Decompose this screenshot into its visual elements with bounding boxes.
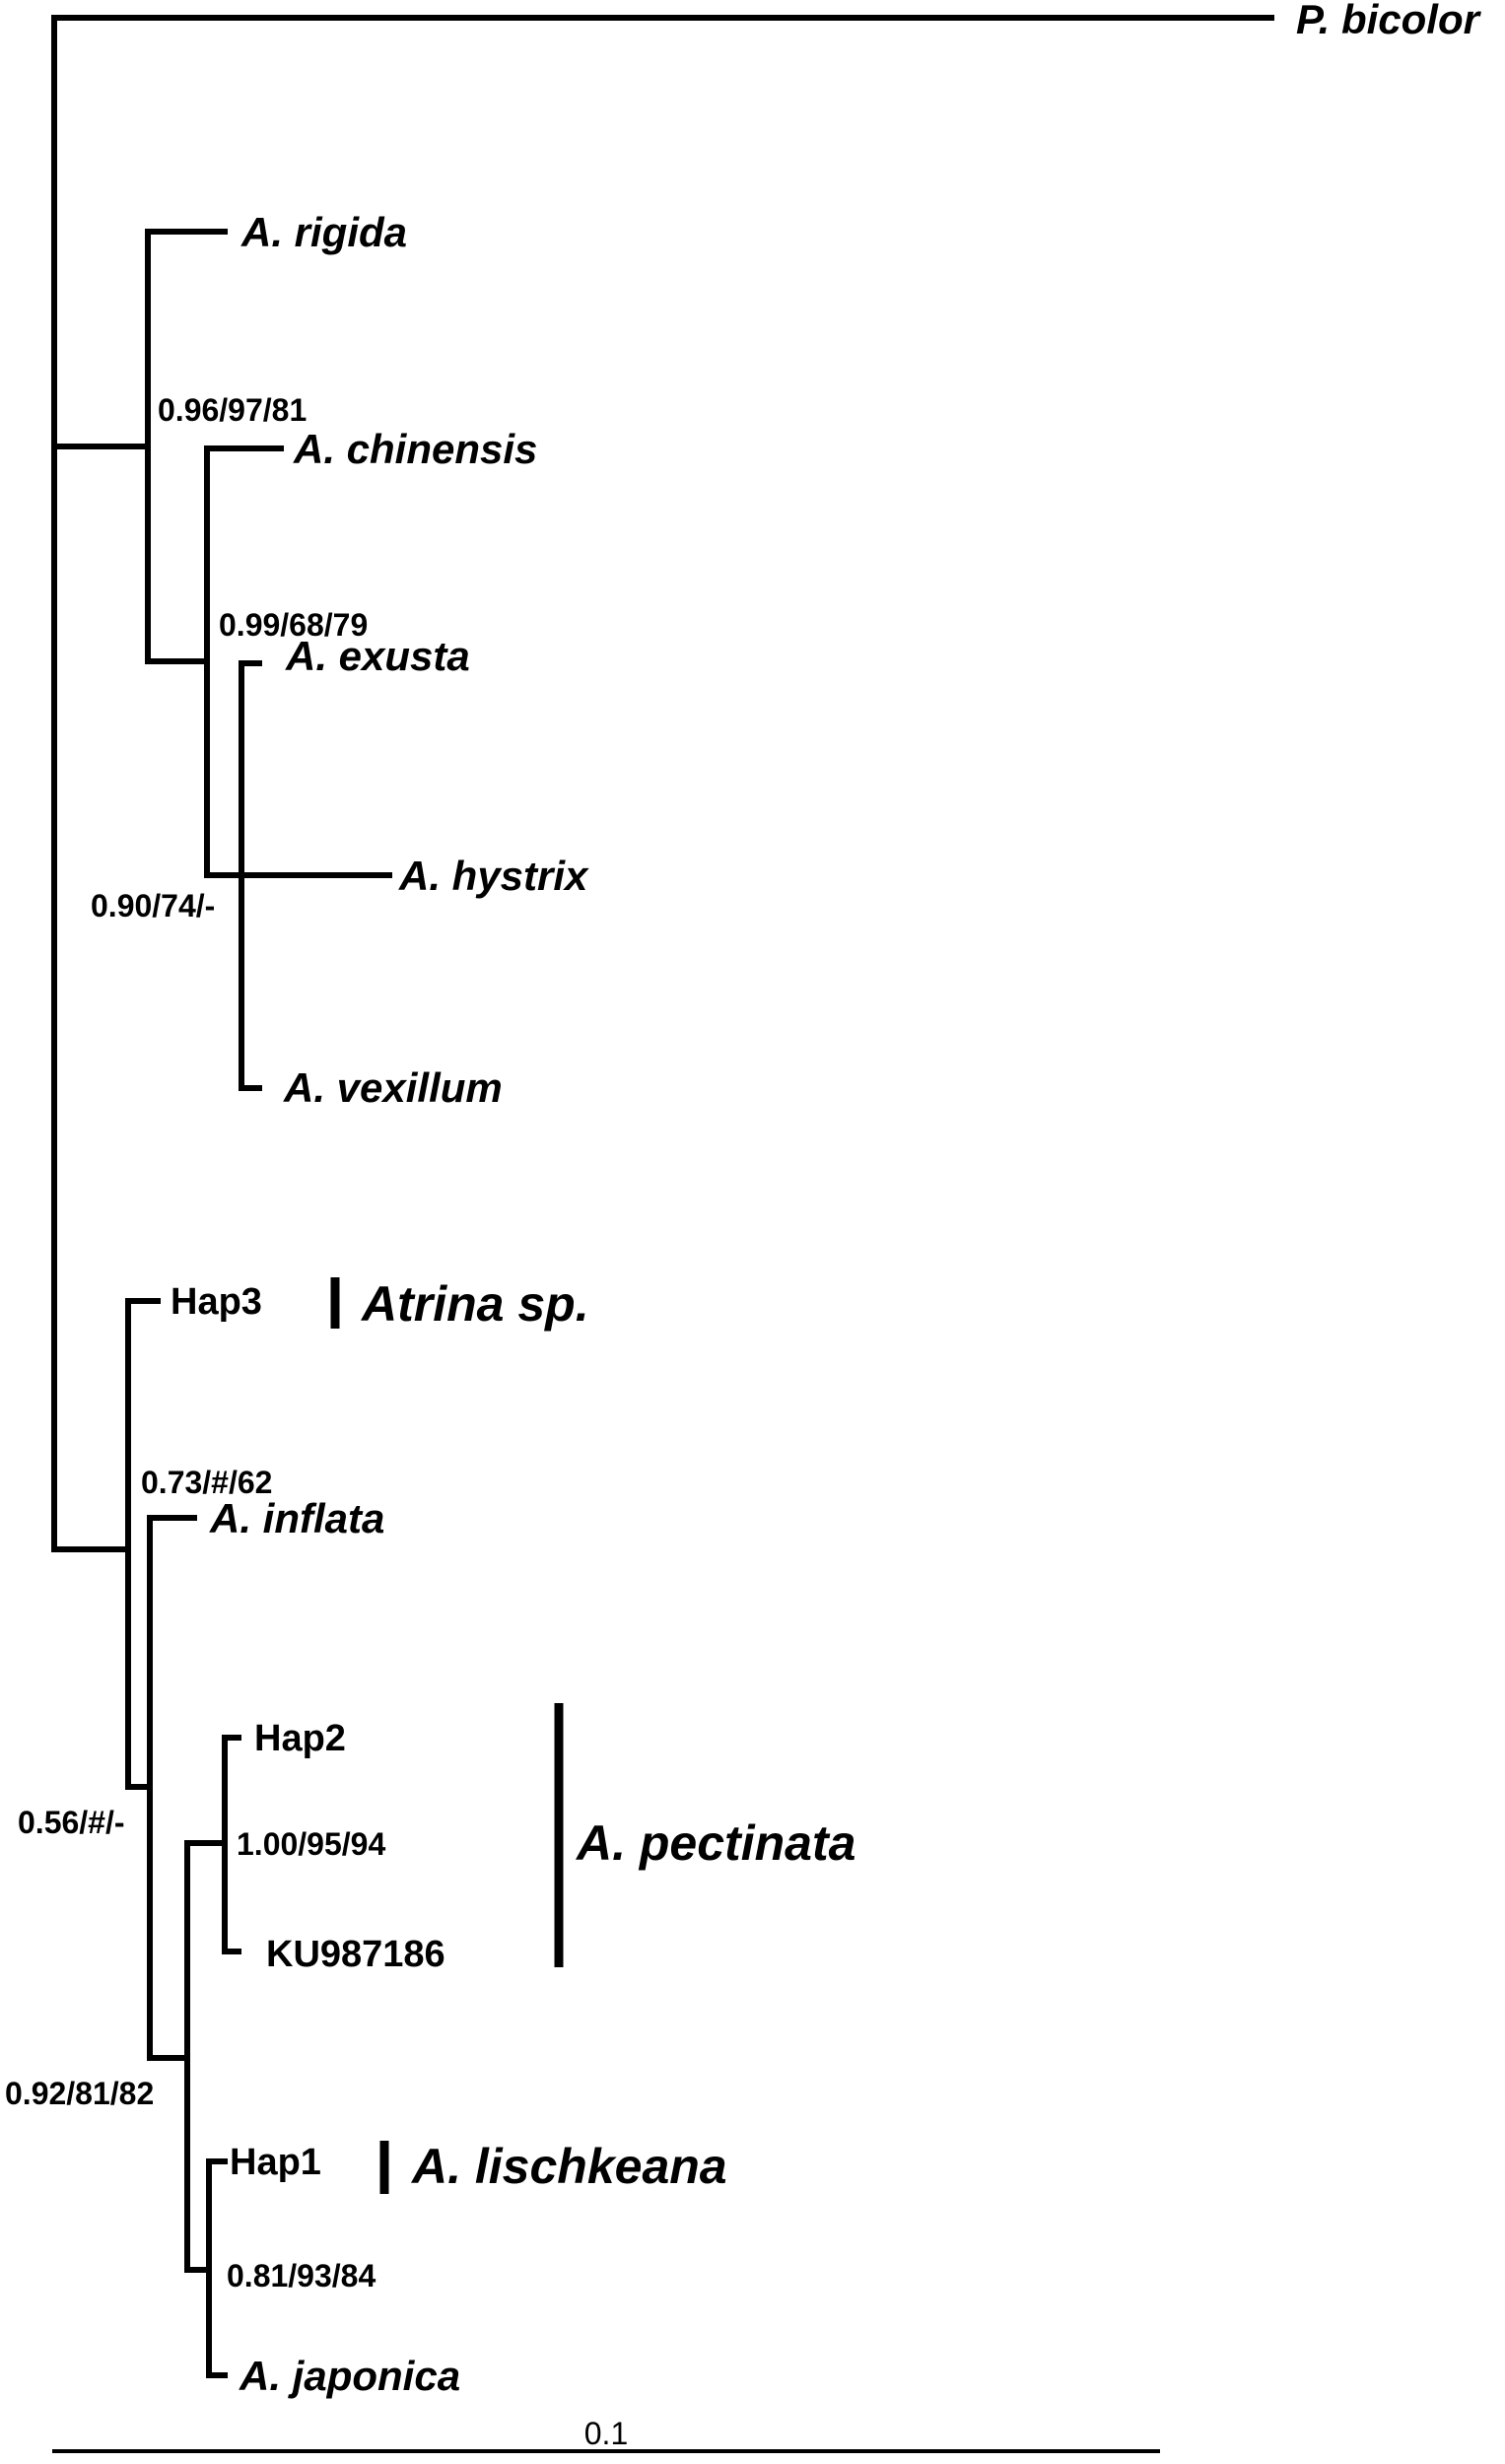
taxon-label-p-bicolor: P. bicolor <box>1296 0 1482 42</box>
taxon-label-a-vexillum: A. vexillum <box>283 1064 503 1111</box>
support-value-inflata-node: 0.73/#/62 <box>141 1465 272 1500</box>
support-value-pectinata-node: 1.00/95/94 <box>237 1826 385 1862</box>
taxon-label-a-hystrix: A. hystrix <box>398 853 589 899</box>
clade-label-a-lischkeana: A. lischkeana <box>410 2139 727 2194</box>
haplotype-label-hap1: Hap1 <box>230 2142 321 2183</box>
support-value-japonica-node: 0.81/93/84 <box>227 2258 376 2293</box>
support-value-rigida-node: 0.96/97/81 <box>158 392 307 428</box>
support-value-atrina-node: 0.56/#/- <box>18 1805 125 1840</box>
accession-label-ku987186: KU987186 <box>266 1934 445 1975</box>
haplotype-label-hap2: Hap2 <box>254 1718 346 1759</box>
support-value-lischkeana-node: 0.92/81/82 <box>5 2076 154 2111</box>
taxon-label-a-exusta: A. exusta <box>285 633 470 679</box>
taxon-label-a-chinensis: A. chinensis <box>293 426 537 472</box>
haplotype-label-hap3: Hap3 <box>171 1281 262 1323</box>
support-value-exusta-node: 0.90/74/- <box>91 888 215 924</box>
scale-bar-label: 0.1 <box>584 2416 628 2451</box>
taxon-label-a-inflata: A. inflata <box>209 1495 384 1541</box>
taxon-label-a-rigida: A. rigida <box>240 209 407 255</box>
support-value-chinensis-node: 0.99/68/79 <box>219 607 368 643</box>
clade-label-a-pectinata: A. pectinata <box>575 1815 855 1871</box>
clade-label-atrina-sp: Atrina sp. <box>360 1276 589 1332</box>
taxon-label-a-japonica: A. japonica <box>239 2353 460 2399</box>
